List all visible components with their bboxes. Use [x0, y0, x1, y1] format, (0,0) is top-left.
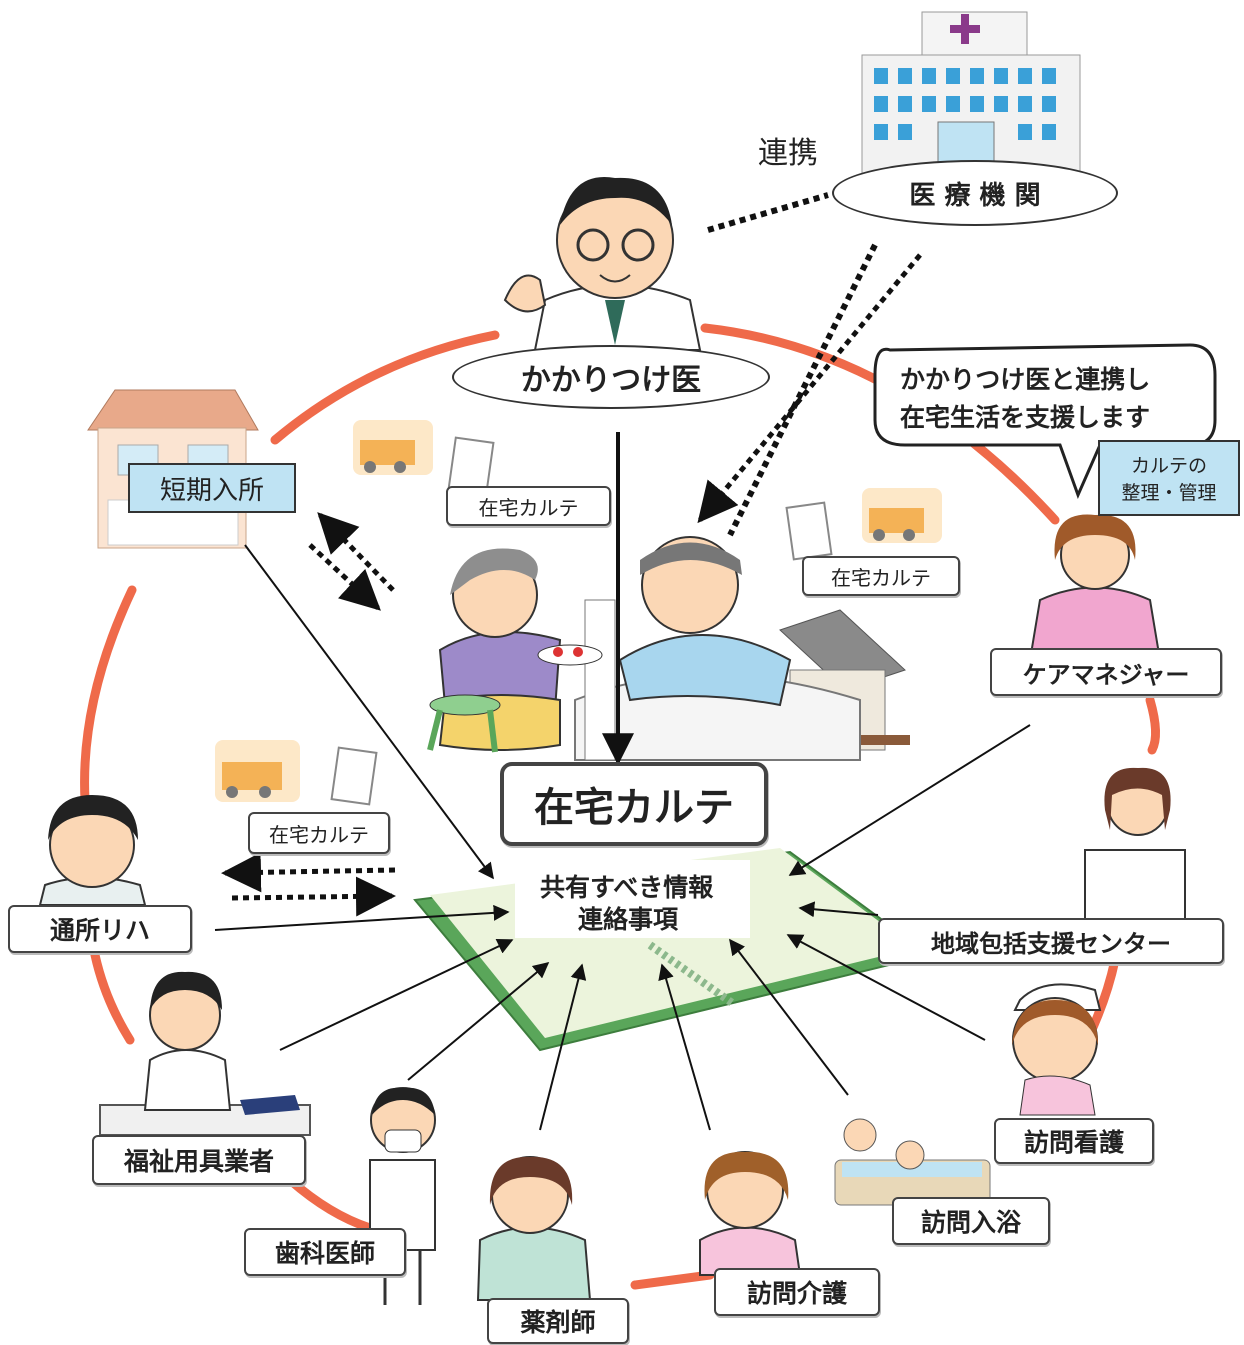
visiting-nurse-figure [1012, 983, 1102, 1116]
bathing-scene [834, 1118, 991, 1206]
day-rehab-figure [38, 795, 147, 906]
speech-bubble-line1: かかりつけ医と連携し [900, 365, 1151, 394]
pharmacist-figure [476, 1156, 592, 1301]
regional-center-staff-figure [1084, 767, 1186, 926]
regional-center-label: 地域包括支援センター [878, 918, 1224, 964]
shared-info-line2: 連絡事項 [578, 905, 679, 934]
home-care-label: 訪問介護 [714, 1268, 880, 1316]
two-way-arrows [221, 512, 396, 917]
speech-bubble-shape [873, 343, 1217, 500]
welfare-equipment-figure [99, 971, 311, 1136]
hospital-building [861, 11, 1081, 176]
patient-scene [427, 536, 861, 761]
care-note-line1: カルテの [1130, 455, 1207, 477]
info-arrows [214, 544, 1031, 1131]
care-manager-label: ケアマネジャー [990, 648, 1222, 696]
short-stay-label: 短期入所 [128, 463, 296, 513]
care-manager-figure [1028, 514, 1162, 661]
speech-bubble-line2: 在宅生活を支援します [900, 403, 1151, 432]
welfare-equipment-label: 福祉用具業者 [92, 1135, 306, 1185]
notebook-icons [330, 436, 833, 806]
shared-info-line1: 共有すべき情報 [540, 873, 714, 902]
home-bathing-label: 訪問入浴 [892, 1197, 1050, 1245]
dentist-label: 歯科医師 [244, 1228, 406, 1276]
hospital-links [697, 192, 922, 537]
karte-tag-3: 在宅カルテ [248, 812, 390, 854]
home-care-worker-figure [699, 1151, 802, 1276]
care-note-line2: 整理・管理 [1121, 482, 1217, 504]
medical-institution-label: 医 療 機 関 [832, 160, 1118, 226]
pharmacist-label: 薬剤師 [487, 1298, 629, 1344]
day-rehab-label: 通所リハ [8, 905, 192, 953]
home-nursing-label: 訪問看護 [994, 1118, 1154, 1164]
karte-tag-1: 在宅カルテ [446, 486, 611, 526]
karte-tag-2: 在宅カルテ [802, 556, 960, 596]
link-label: 連携 [758, 136, 818, 171]
primary-doctor-label: かかりつけ医 [452, 345, 770, 409]
vehicle-icons [215, 420, 942, 802]
doctor-figure [503, 176, 702, 351]
care-note-box: カルテの 整理・管理 [1098, 440, 1240, 516]
center-karte-title: 在宅カルテ [500, 762, 768, 846]
